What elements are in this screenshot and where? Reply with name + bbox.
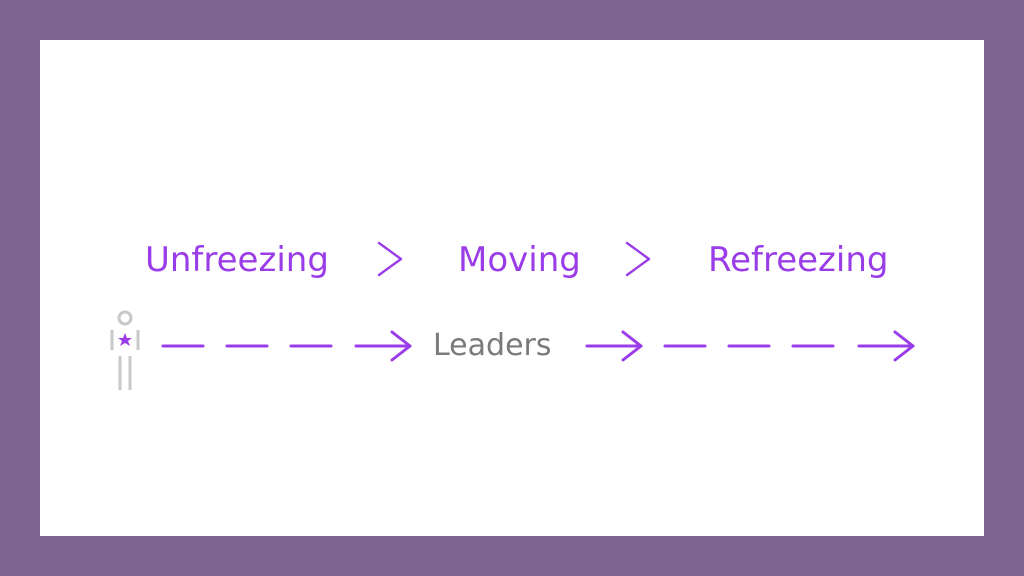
stage-row: Unfreezing Moving Refreezing: [40, 235, 984, 295]
stage-moving: Moving: [458, 240, 581, 280]
chevron-right-icon: [377, 241, 403, 277]
chevron-right-icon: [625, 241, 651, 277]
stage-refreezing: Refreezing: [708, 240, 889, 280]
person-star-icon: [110, 310, 140, 390]
leaders-label: Leaders: [433, 328, 552, 363]
flow-arrows: [161, 330, 915, 362]
arrow-right-icon: [857, 330, 915, 362]
diagram-panel: Unfreezing Moving Refreezing: [40, 40, 984, 536]
stage-unfreezing: Unfreezing: [145, 240, 329, 280]
arrow-right-icon: [585, 330, 643, 362]
arrow-right-icon: [354, 330, 412, 362]
leaders-flow: Leaders: [40, 310, 984, 390]
